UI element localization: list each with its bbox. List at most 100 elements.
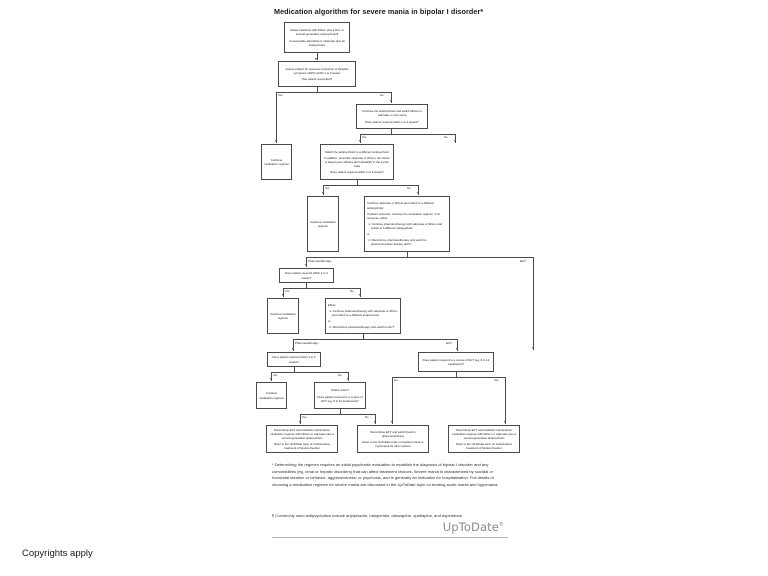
- edge-label-n5-no: No: [407, 186, 411, 190]
- node-continue-medication-regimen-1[interactable]: Continue medication regimen: [261, 144, 292, 180]
- node-continue-antipsychotic-line-2: Does patient respond within 1 to 2 weeks…: [365, 119, 419, 124]
- path-label-pharmacotherapy-2: Pharmacotherapy: [295, 340, 319, 345]
- edge-label-n14-yes: Yes: [302, 415, 307, 419]
- path-label-ect-2: ECT: [446, 340, 452, 345]
- edge-n8-split: [283, 288, 361, 289]
- edge-n8-no-rail: [360, 288, 361, 297]
- node-continue-medication-regimen-3-line: Continue medication regimen: [270, 311, 296, 320]
- node-does-patient-respond-1[interactable]: Does patient respond within 1 to 2 weeks…: [279, 268, 334, 283]
- edge-n2-no-rail: [391, 92, 392, 103]
- uptodate-logo: UpToDate®: [443, 520, 504, 534]
- edge-n3-yes-rail: [360, 134, 361, 143]
- edge-label-n5-yes: Yes: [325, 186, 330, 190]
- arrow-n3-yes: [358, 140, 361, 142]
- arrow-n3-no: [453, 140, 456, 142]
- node-continue-valproate-line-2: If patient responds, continue the medica…: [367, 211, 441, 220]
- node-initiate-treatment-line-2: A reasonable alternative is valproate pl…: [289, 38, 345, 47]
- arrow-n2-yes: [274, 140, 277, 142]
- node-assess-response[interactable]: Assess patient for response (reduction o…: [278, 61, 356, 87]
- edge-n5-yes-rail: [323, 185, 324, 195]
- node-switch-antipsychotic-line-2: In addition, prescribe valproate or lith…: [324, 155, 390, 169]
- edge-n8-yes-rail: [283, 288, 284, 297]
- arrow-n11-no: [346, 378, 349, 380]
- node-switch-to-ect-line-2: Does patient respond to a course of ECT …: [317, 394, 363, 403]
- node-assess-response-line-2: Has patient responded?: [301, 77, 333, 82]
- edge-n5-no-rail: [418, 185, 419, 195]
- edge-label-n12-no: No: [394, 378, 398, 382]
- footnote-asterisk: * Determining the regimen requires an in…: [272, 462, 499, 487]
- arrow-n10-pharm: [291, 348, 294, 350]
- node-either-continue-or-discontinue[interactable]: Either: 1. Continue pharmacotherapy with…: [325, 298, 401, 334]
- edge-n2-yes-rail: [276, 92, 277, 143]
- edge-label-n8-yes: Yes: [285, 289, 290, 293]
- footnote-pilcrow: ¶ Commonly used antipsychotics include a…: [272, 513, 464, 518]
- edge-label-n3-no: No: [444, 135, 448, 139]
- node-terminal-right-line-1: Discontinue ECT and establish maintenanc…: [452, 427, 516, 440]
- edge-n11-yes-rail: [271, 372, 272, 381]
- node-switch-to-ect[interactable]: Switch to ECT Does patient respond to a …: [314, 382, 366, 409]
- edge-n1-n2: [316, 53, 318, 60]
- edge-n12-no-rail: [392, 377, 393, 424]
- edge-n14-stem: [339, 409, 341, 414]
- node-initiate-treatment[interactable]: Initiate treatment with lithium plus a f…: [284, 22, 350, 53]
- node-either-line-2: 1. Continue pharmacotherapy with valproa…: [329, 308, 398, 317]
- node-continue-valproate-or-lithium[interactable]: Continue valproate or lithium and switch…: [364, 196, 450, 252]
- node-continue-medication-regimen-4[interactable]: Continue medication regimen: [256, 382, 287, 409]
- edge-n7-ect-rail: [533, 257, 534, 350]
- edge-label-n2-yes: Yes: [278, 93, 283, 97]
- arrow-n2-no: [389, 100, 392, 102]
- arrow-n11-yes: [269, 378, 272, 380]
- edge-n11-stem: [294, 367, 295, 372]
- node-terminal-left-line-1: Discontinue ECT and establish maintenanc…: [270, 427, 334, 440]
- edge-label-n11-yes: Yes: [273, 373, 278, 377]
- arrow-n14-yes: [298, 421, 301, 423]
- arrow-n5-yes: [321, 192, 324, 194]
- node-continue-medication-regimen-2[interactable]: Continue medication regimen: [307, 196, 339, 252]
- edge-n11-no-rail: [348, 372, 349, 381]
- node-assess-response-line-1: Assess patient for response (reduction o…: [285, 66, 349, 75]
- node-continue-antipsychotic-switch-lithium[interactable]: Continue the antipsychotic and switch li…: [356, 104, 428, 129]
- node-continue-medication-regimen-1-line: Continue medication regimen: [264, 157, 289, 166]
- edge-n12-stem: [455, 372, 457, 377]
- node-terminal-right-line-2: Refer to the UpToDate topic on maintenan…: [455, 442, 513, 451]
- edge-n10-ect-rail: [457, 339, 458, 351]
- node-switch-antipsychotic[interactable]: Switch the antipsychotic to a different …: [320, 144, 394, 180]
- arrow-n8-no: [358, 294, 361, 296]
- node-discontinue-ect-maintenance-right[interactable]: Discontinue ECT and establish maintenanc…: [448, 425, 520, 453]
- node-continue-valproate-line-1: Continue valproate or lithium and switch…: [367, 201, 434, 210]
- node-ect-course-response-line: Does patient respond to a course of ECT …: [422, 357, 490, 366]
- path-label-ect-1: ECT: [520, 258, 526, 263]
- edge-n3-stem: [391, 129, 392, 134]
- node-discontinue-ect-switch-back[interactable]: Discontinue ECT and switch back to pharm…: [357, 425, 429, 453]
- edge-n5-stem: [356, 180, 358, 185]
- node-does-patient-respond-2[interactable]: Does patient respond within 1 to 2 weeks…: [267, 352, 321, 367]
- arrow-n5-no: [416, 192, 419, 194]
- edge-n8-stem: [306, 283, 307, 288]
- copyrights-note: Copyrights apply: [22, 548, 93, 559]
- node-switch-antipsychotic-line-1: Switch the antipsychotic to a different …: [324, 149, 390, 154]
- node-continue-valproate-line-5: 2. Discontinue pharmacotherapy and switc…: [368, 238, 427, 247]
- node-discontinue-ect-maintenance-left[interactable]: Discontinue ECT and establish maintenanc…: [266, 425, 338, 453]
- edge-n3-no-rail: [455, 134, 456, 143]
- edge-n10-split: [293, 339, 458, 340]
- figure-medication-algorithm: Medication algorithm for severe mania in…: [256, 0, 534, 548]
- edge-n2-split: [276, 92, 392, 93]
- node-continue-medication-regimen-2-line: Continue medication regimen: [310, 219, 336, 228]
- node-either-line-3: or: [328, 319, 331, 324]
- edge-n11-split: [271, 372, 349, 373]
- node-switch-to-ect-line-1: Switch to ECT: [330, 388, 349, 393]
- node-continue-medication-regimen-4-line: Continue medication regimen: [259, 391, 284, 400]
- edge-n7-pharm-rail: [306, 257, 307, 267]
- edge-label-n3-yes: Yes: [362, 135, 367, 139]
- uptodate-wordmark: UpToDate: [442, 520, 499, 534]
- node-terminal-mid-line-1: Discontinue ECT and switch back to pharm…: [370, 429, 416, 438]
- node-ect-course-response[interactable]: Does patient respond to a course of ECT …: [418, 352, 494, 372]
- node-continue-medication-regimen-3[interactable]: Continue medication regimen: [267, 298, 299, 334]
- registered-mark: ®: [498, 522, 504, 529]
- edge-label-n11-no: No: [338, 373, 342, 377]
- node-continue-antipsychotic-line-1: Continue the antipsychotic and switch li…: [362, 109, 422, 118]
- arrow-n7-ect: [531, 347, 534, 349]
- arrow-n10-ect: [455, 348, 458, 350]
- arrow-n12-no: [390, 421, 393, 423]
- node-continue-valproate-line-4: or: [367, 232, 370, 237]
